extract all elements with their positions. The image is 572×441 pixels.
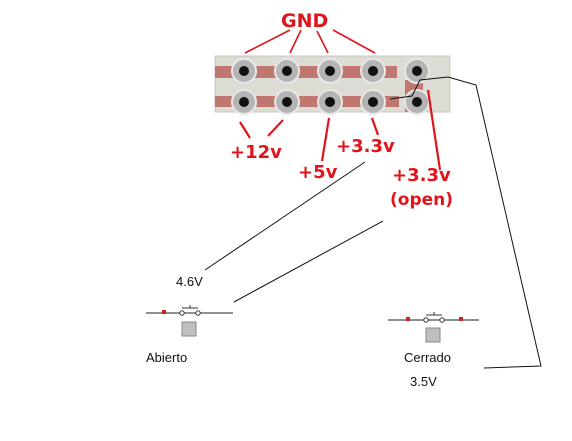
gnd-label: GND [281,10,328,32]
plus3v3-label: +3.3v [336,136,395,157]
trace-top-row [215,66,397,78]
voltage-leader-lines [239,89,442,171]
switch-open-label: Abierto [146,350,187,365]
plus3v3-open-label-line1: +3.3v [392,165,451,186]
switch-closed[interactable] [388,312,479,343]
connector-pin-hole-r1-c4 [368,66,378,76]
connector-pin-hole-r1-c2 [282,66,292,76]
connector-pin-hole-r2-c5 [412,97,422,107]
connector-pin-hole-r2-c4 [368,97,378,107]
switch-open[interactable] [146,305,233,337]
switch-open-button [181,321,197,337]
plus3v3-open-label-line2: (open) [390,190,453,210]
connector-header [214,55,451,115]
right-voltage-label: 3.5V [410,374,437,389]
connector-pin-hole-r1-c1 [239,66,249,76]
black-wires [204,76,542,369]
connector-pin-hole-r1-c5 [412,66,422,76]
switch-closed-label: Cerrado [404,350,451,365]
connector-pin-hole-r2-c1 [239,97,249,107]
wire-to-left-voltage [204,161,366,271]
connector-pin-hole-r2-c3 [325,97,335,107]
switch-closed-button [425,327,441,343]
trace-bottom-row [215,96,399,107]
wire-to-left-switch [233,220,384,303]
connector-pin-hole-r1-c3 [325,66,335,76]
wire-loop-right [389,76,542,369]
plus12v-label: +12v [230,142,282,163]
left-voltage-label: 4.6V [176,274,203,289]
gnd-leader-lines [244,29,376,54]
connector-pin-hole-r2-c2 [282,97,292,107]
plus5v-label: +5v [298,162,338,183]
